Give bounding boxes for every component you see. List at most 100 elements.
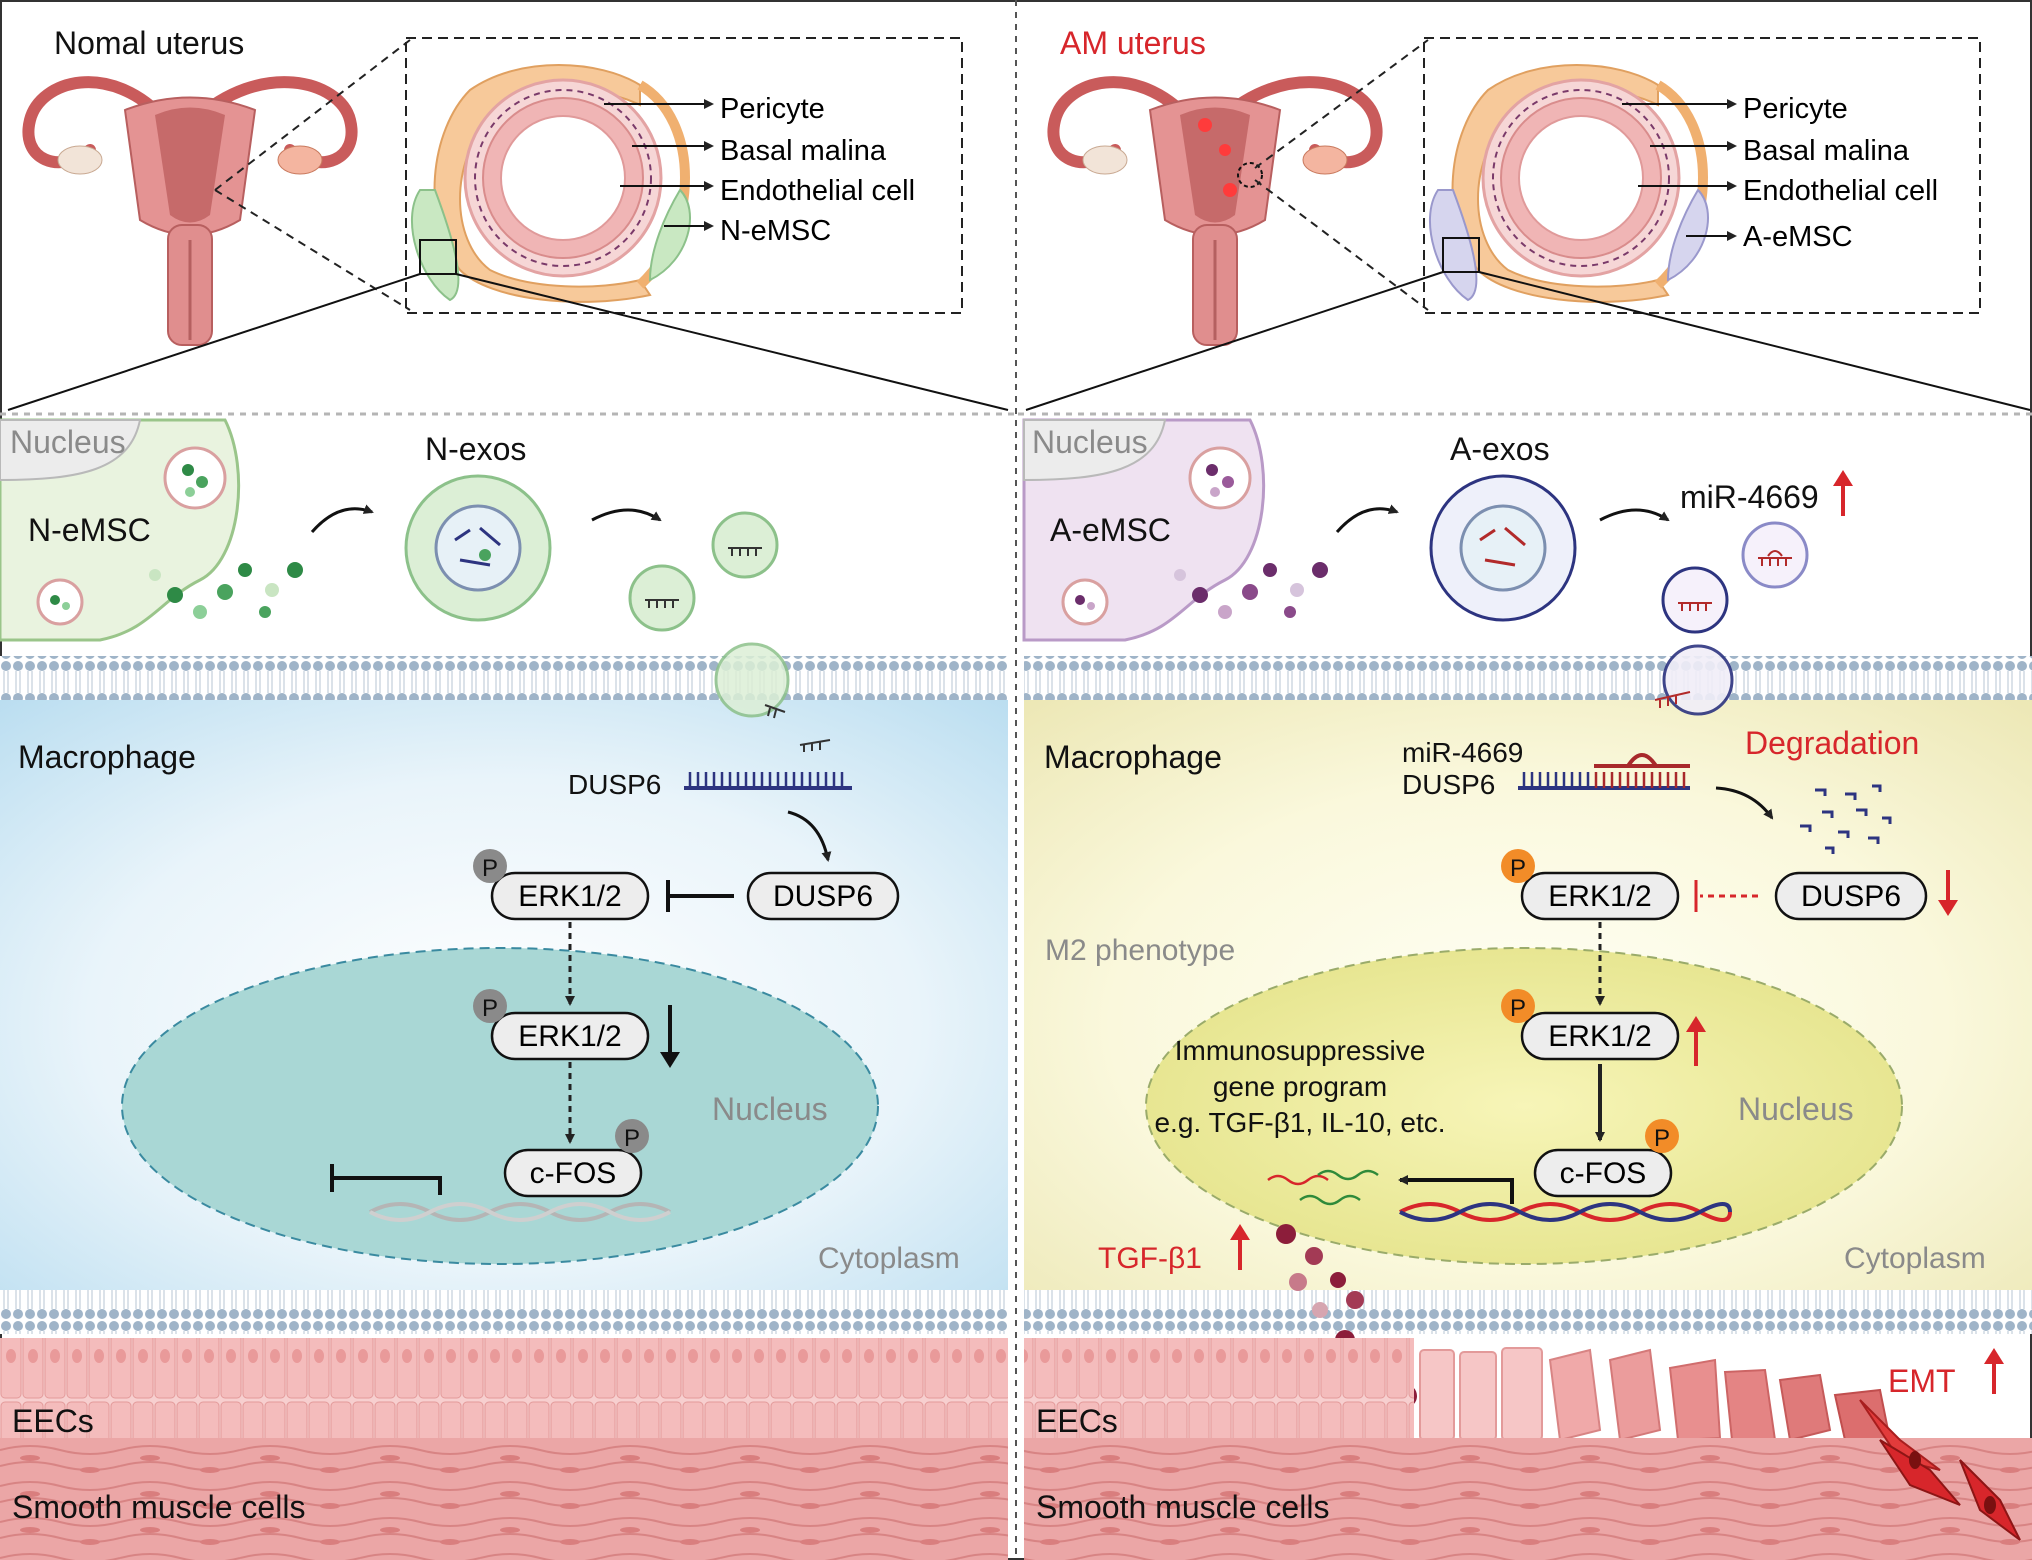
- erk-cyto-right: [1520, 871, 1680, 921]
- blood-vessel-left: [411, 64, 691, 303]
- cfos-label-right: c-FOS: [1560, 1157, 1647, 1190]
- degradation-label: Degradation: [1745, 725, 1919, 761]
- phospho-p-3-right: P: [1654, 1125, 1670, 1152]
- dusp6-mrna-right: [1518, 753, 1690, 790]
- layer-label-basal-left: Basal malina: [720, 135, 887, 167]
- erk-cyto-label-right: ERK1/2: [1548, 880, 1651, 913]
- fusing-vesicle-right: [1662, 644, 1734, 716]
- phospho-cyto-left: [473, 849, 507, 883]
- blood-vessel-right: [1429, 64, 1709, 303]
- cytoplasm-label-right: Cytoplasm: [1844, 1242, 1986, 1275]
- degraded-fragments: [1800, 784, 1892, 854]
- layer-label-emsc-right: A-eMSC: [1743, 221, 1853, 253]
- eecs-label-left: EECs: [12, 1403, 94, 1439]
- mir-4669-label: miR-4669: [1402, 737, 1523, 768]
- n-emsc-label: N-eMSC: [28, 512, 151, 548]
- phospho-cfos-left: [615, 1119, 649, 1153]
- mrna-transcripts-right: [1267, 1169, 1379, 1206]
- vessel-zoom-box-right: [1423, 37, 1981, 314]
- blocked-transcription-left: [332, 1176, 442, 1195]
- nucleus-label-right: Nucleus: [1738, 1091, 1854, 1127]
- phospho-p-1-left: P: [482, 855, 498, 882]
- macrophage-label-right: Macrophage: [1044, 739, 1222, 775]
- emt-label: EMT: [1888, 1363, 1956, 1399]
- program-line-3: e.g. TGF-β1, IL-10, etc.: [1154, 1107, 1445, 1138]
- a-exosome: [1429, 474, 1577, 622]
- n-exos-label: N-exos: [425, 431, 526, 467]
- eecs-label-right: EECs: [1036, 1403, 1118, 1439]
- tgf-label: TGF-β1: [1098, 1242, 1202, 1275]
- phospho-nuc-left: [473, 989, 507, 1023]
- eecs-layer-left: [0, 1338, 1008, 1438]
- erk-nuc-label-right: ERK1/2: [1548, 1020, 1651, 1053]
- dusp6-mrna-left: [684, 772, 852, 790]
- degradation-arrow: [1715, 786, 1774, 820]
- a-emsc-label: A-eMSC: [1050, 512, 1171, 548]
- erk-cyto-label-left: ERK1/2: [518, 880, 621, 913]
- phospho-p-1-right: P: [1510, 855, 1526, 882]
- smooth-muscle-label-right: Smooth muscle cells: [1036, 1489, 1329, 1525]
- dusp6-protein-left: [746, 871, 900, 921]
- program-line-1: Immunosuppressive: [1175, 1035, 1426, 1066]
- released-exosomes-left: [149, 562, 303, 619]
- title-normal-uterus: Nomal uterus: [54, 25, 244, 61]
- layer-label-basal-right: Basal malina: [1743, 135, 1910, 167]
- n-exosome: [404, 474, 552, 622]
- nucleus-left: [121, 947, 879, 1265]
- emt-cells: [1419, 1347, 1892, 1442]
- released-exosomes-right: [1174, 562, 1328, 619]
- mirna-free-left: [799, 739, 831, 752]
- uterus-illustration-left: [22, 76, 358, 346]
- smooth-muscle-right: [1024, 1438, 2032, 1560]
- layer-label-pericyte-left: Pericyte: [720, 93, 825, 125]
- nucleus-label-left: Nucleus: [712, 1091, 828, 1127]
- layer-label-emsc-left: N-eMSC: [720, 215, 831, 247]
- dusp6-mrna-label-right: DUSP6: [1402, 769, 1495, 800]
- macrophage-label-left: Macrophage: [18, 739, 196, 775]
- cfos-right: [1533, 1148, 1673, 1198]
- erk-cyto-left: [490, 871, 650, 921]
- mesenchymal-cells: [1859, 1399, 2021, 1541]
- membrane-top-left: [0, 656, 1008, 700]
- vessel-layer-labels-right: Pericyte Basal malina Endothelial cell A…: [1622, 93, 1938, 253]
- phospho-nuc-right: [1501, 989, 1535, 1023]
- erk-nuc-right: [1520, 1011, 1680, 1061]
- vessel-zoom-box-left: [405, 37, 963, 314]
- erk-nuc-left: [490, 1011, 650, 1061]
- eecs-layer-right: [1024, 1338, 1414, 1438]
- emsc-cell-left: [0, 418, 241, 642]
- program-line-2: gene program: [1213, 1071, 1387, 1102]
- nucleus-top-label-right: Nucleus: [1032, 424, 1148, 460]
- layer-label-endothelial-right: Endothelial cell: [1743, 175, 1938, 207]
- title-am-uterus: AM uterus: [1060, 25, 1206, 61]
- layer-label-endothelial-left: Endothelial cell: [720, 175, 915, 207]
- vesicles-left: [628, 511, 779, 632]
- dusp6-label-right: DUSP6: [1801, 880, 1901, 913]
- phospho-cfos-right: [1645, 1119, 1679, 1153]
- mir-4669-up-label: miR-4669: [1680, 479, 1819, 515]
- vesicles-right: [1661, 521, 1809, 634]
- membrane-bottom-right: [1024, 1290, 2032, 1334]
- phospho-p-2-right: P: [1510, 995, 1526, 1022]
- dusp6-mrna-label-left: DUSP6: [568, 769, 661, 800]
- emsc-cell-right: [1022, 418, 1266, 642]
- cfos-label-left: c-FOS: [530, 1157, 617, 1190]
- nucleus-right: [1145, 947, 1903, 1265]
- phospho-cyto-right: [1501, 849, 1535, 883]
- dusp6-label-left: DUSP6: [773, 880, 873, 913]
- m2-phenotype-label: M2 phenotype: [1045, 934, 1235, 967]
- phospho-p-3-left: P: [624, 1125, 640, 1152]
- fusing-vesicle-left: [714, 642, 790, 718]
- cfos-left: [503, 1148, 643, 1198]
- cytoplasm-label-left: Cytoplasm: [818, 1242, 960, 1275]
- erk-nuc-label-left: ERK1/2: [518, 1020, 621, 1053]
- right-panel: Pericyte Basal malina Endothelial cell A…: [1018, 25, 2032, 1560]
- phospho-p-2-left: P: [482, 995, 498, 1022]
- vessel-layer-labels-left: Pericyte Basal malina Endothelial cell N…: [604, 93, 915, 247]
- membrane-top-right: [1024, 656, 2032, 700]
- left-panel: Pericyte Basal malina Endothelial cell N…: [0, 25, 1014, 1560]
- layer-label-pericyte-right: Pericyte: [1743, 93, 1848, 125]
- transcription-arrow-right: [1398, 1175, 1514, 1204]
- dusp6-protein-right: [1774, 871, 1928, 921]
